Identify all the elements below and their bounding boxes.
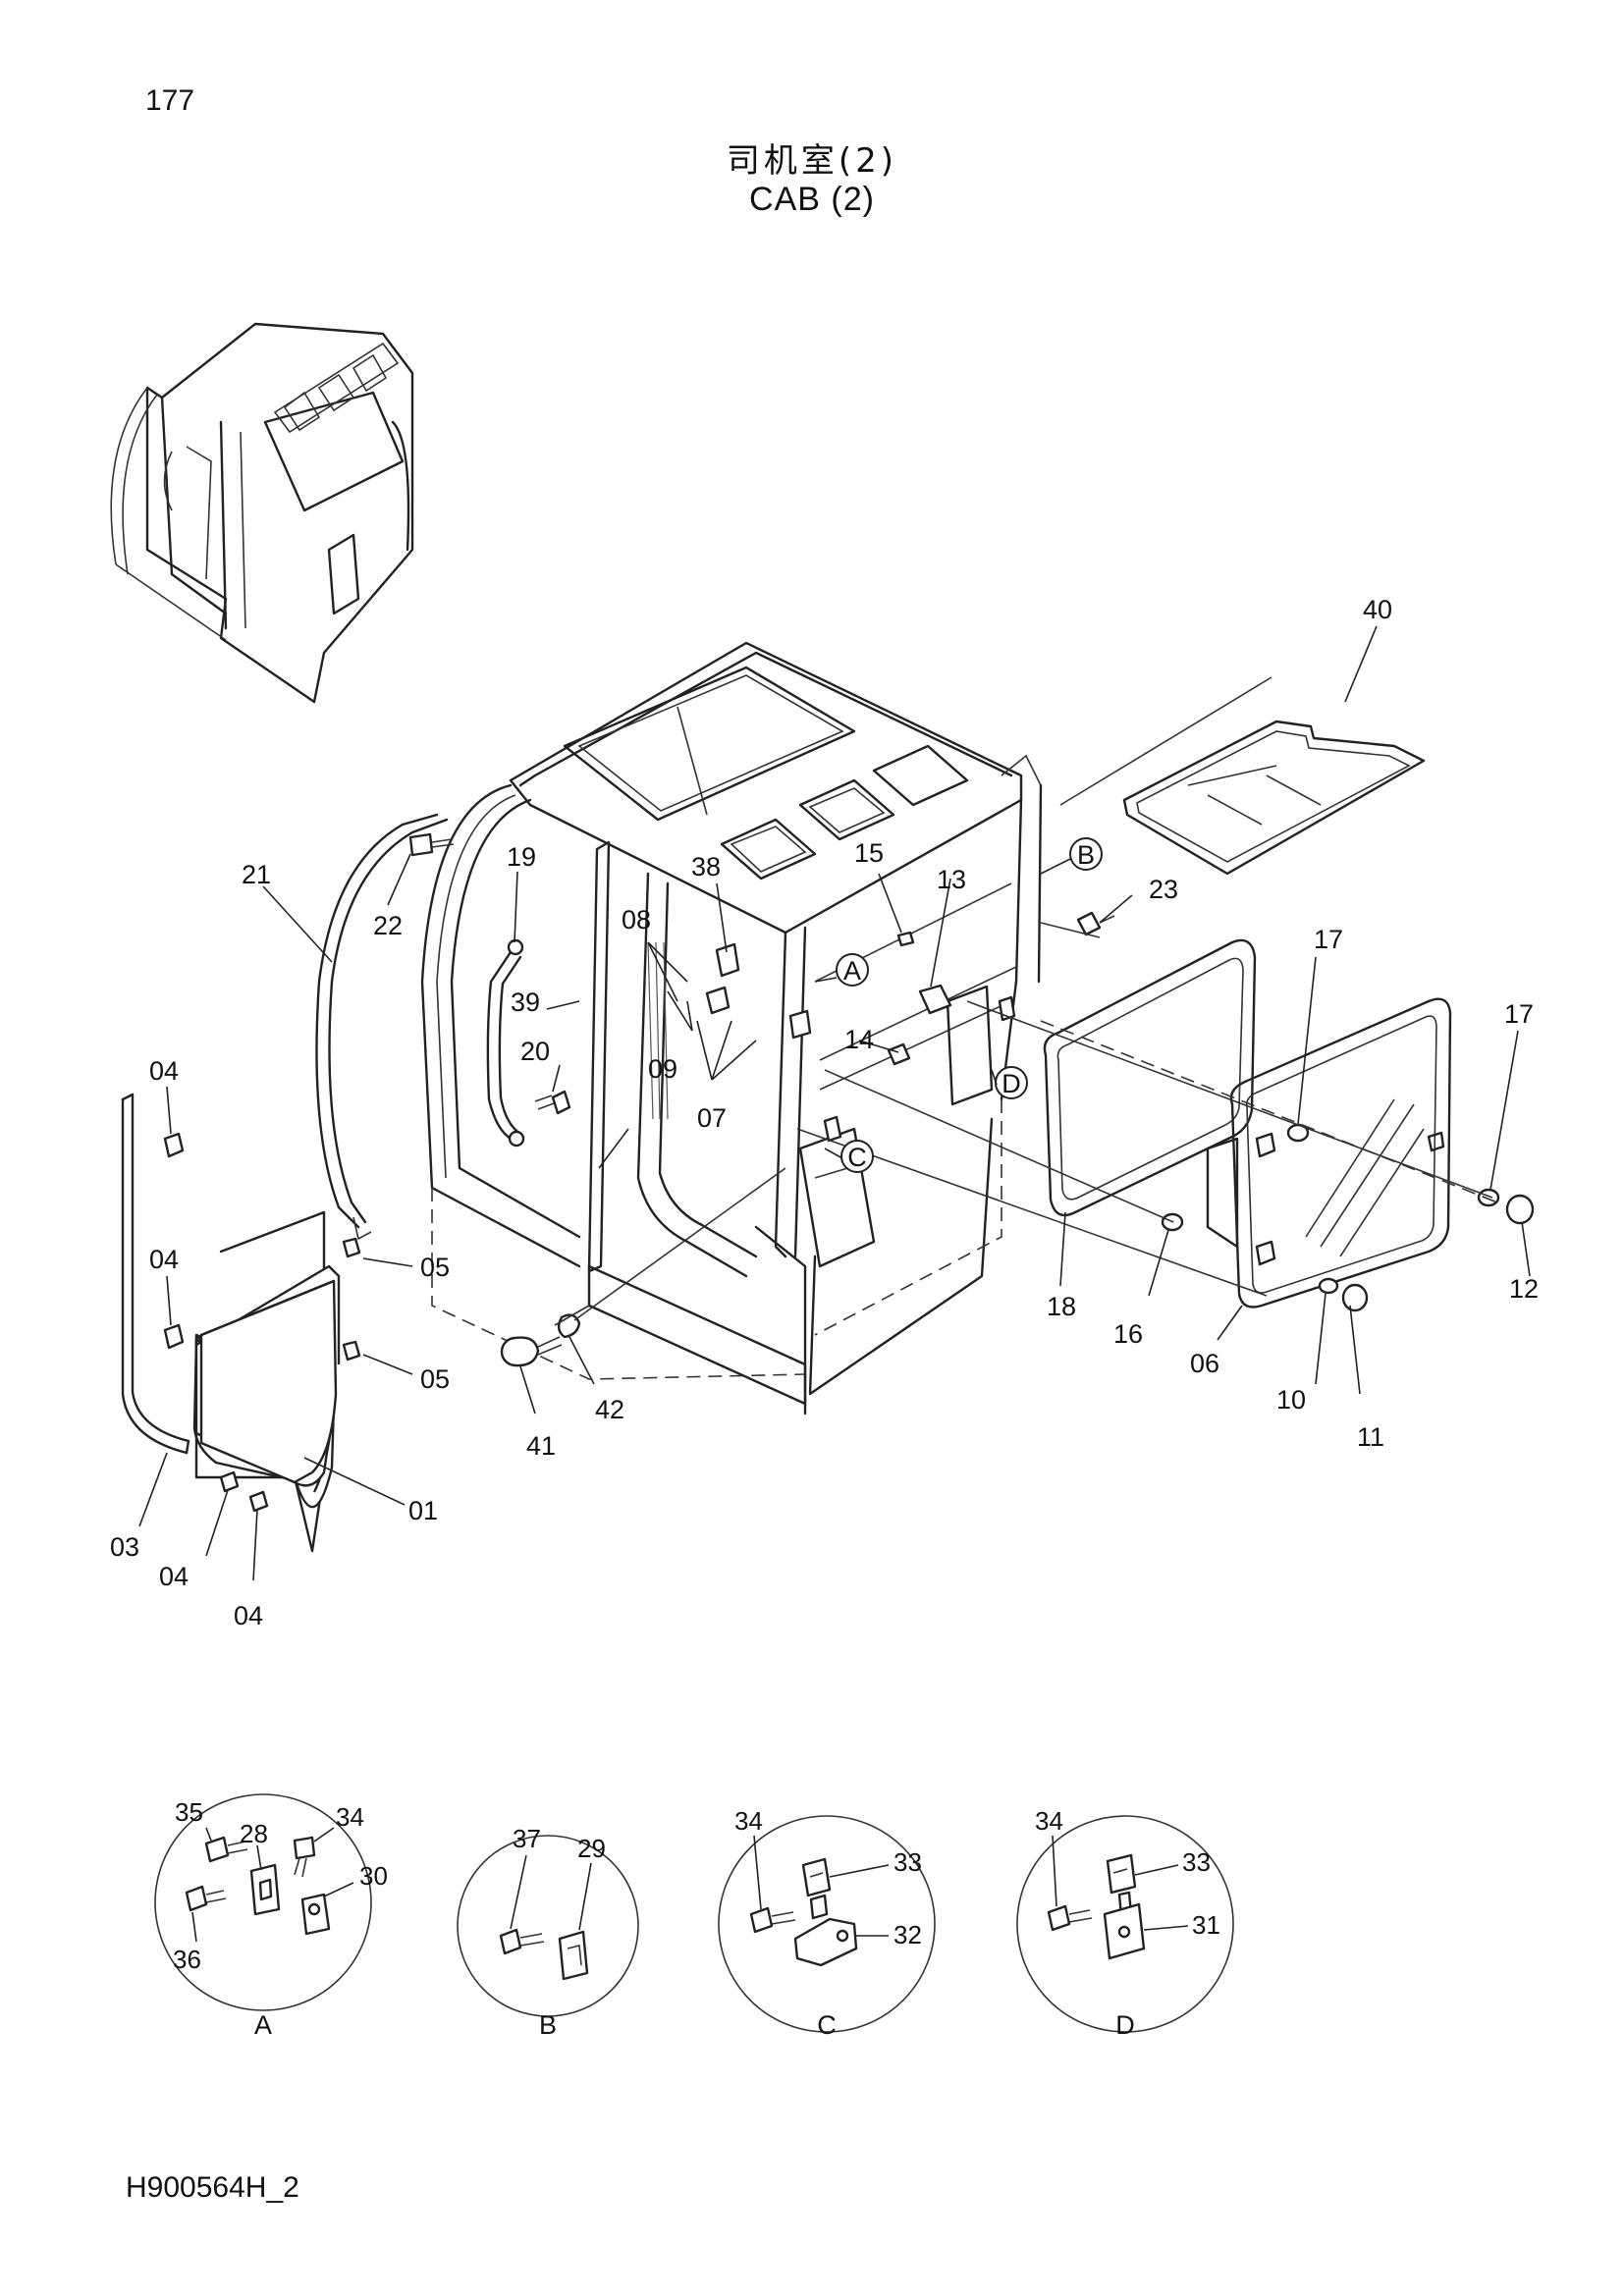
callout-07: 07 bbox=[697, 1103, 727, 1133]
callout-numbers: 21 22 19 39 20 08 38 09 07 15 13 14 23 4… bbox=[110, 595, 1539, 1630]
detail-C-label: C bbox=[817, 2010, 837, 2040]
callout-04-lower-right: 04 bbox=[234, 1601, 263, 1630]
callout-04-lower-left: 04 bbox=[159, 1562, 189, 1591]
roof-mat-40 bbox=[1122, 720, 1426, 876]
callout-05-top: 05 bbox=[420, 1253, 450, 1282]
ref-A-label: A bbox=[843, 956, 861, 986]
callout-20: 20 bbox=[520, 1037, 550, 1066]
callout-05-bottom: 05 bbox=[420, 1364, 450, 1394]
clips-04-05 bbox=[163, 1132, 361, 1513]
callout-12: 12 bbox=[1509, 1274, 1539, 1304]
callout-19: 19 bbox=[507, 842, 536, 872]
detail-C-part-34: 34 bbox=[734, 1806, 763, 1836]
callout-15: 15 bbox=[854, 838, 884, 868]
handrail-21 bbox=[315, 813, 439, 1229]
page-number: 177 bbox=[145, 84, 195, 117]
detail-B-label: B bbox=[539, 2010, 557, 2040]
detail-A-part-28: 28 bbox=[240, 1819, 268, 1848]
detail-B-part-37: 37 bbox=[513, 1824, 541, 1853]
ref-B-label: B bbox=[1077, 840, 1095, 870]
drawing-code: H900564H_2 bbox=[126, 2171, 299, 2204]
detail-B-part-29: 29 bbox=[577, 1834, 606, 1863]
detail-C-part-33: 33 bbox=[893, 1847, 922, 1877]
sliding-glass-06 bbox=[1229, 997, 1452, 1308]
callout-39: 39 bbox=[511, 988, 540, 1017]
callout-41: 41 bbox=[526, 1431, 556, 1461]
callout-18: 18 bbox=[1047, 1292, 1076, 1321]
detail-D-part-34: 34 bbox=[1035, 1806, 1063, 1836]
callout-21: 21 bbox=[242, 860, 271, 889]
callout-23: 23 bbox=[1149, 875, 1178, 904]
detail-C-part-32: 32 bbox=[893, 1920, 922, 1949]
callout-14: 14 bbox=[844, 1025, 874, 1054]
ref-circle-A: A bbox=[836, 953, 869, 987]
callout-03: 03 bbox=[110, 1532, 139, 1562]
detail-A-part-35: 35 bbox=[175, 1797, 203, 1827]
callout-17-left: 17 bbox=[1314, 925, 1343, 954]
callout-leaders bbox=[138, 625, 1531, 1581]
callout-04-top: 04 bbox=[149, 1056, 179, 1086]
callout-16: 16 bbox=[1113, 1319, 1143, 1349]
callout-40: 40 bbox=[1363, 595, 1392, 624]
detail-D-label: D bbox=[1115, 2010, 1135, 2040]
page-title-english: CAB (2) bbox=[749, 181, 875, 218]
window-seal-18 bbox=[1043, 938, 1257, 1217]
overview-cab-illustration bbox=[110, 322, 414, 704]
explode-lines bbox=[554, 676, 1498, 1326]
detail-B: 37 29 B bbox=[457, 1824, 639, 2040]
callout-01: 01 bbox=[408, 1496, 438, 1525]
ref-circle-D: D bbox=[995, 1066, 1028, 1099]
detail-A-part-30: 30 bbox=[359, 1861, 388, 1891]
detail-A-part-34: 34 bbox=[336, 1802, 364, 1832]
callout-11: 11 bbox=[1357, 1422, 1384, 1452]
callout-09: 09 bbox=[648, 1054, 677, 1084]
detail-A-part-36: 36 bbox=[173, 1945, 201, 1974]
ref-D-label: D bbox=[1001, 1069, 1021, 1098]
cab-frame bbox=[420, 641, 1043, 1415]
callout-10: 10 bbox=[1276, 1385, 1306, 1415]
ref-circle-B: B bbox=[1069, 837, 1103, 871]
detail-C: 34 33 32 C bbox=[718, 1806, 936, 2040]
detail-D-part-33: 33 bbox=[1182, 1847, 1211, 1877]
detail-D-part-31: 31 bbox=[1192, 1910, 1220, 1940]
detail-A-label: A bbox=[254, 2010, 272, 2040]
callout-17-right: 17 bbox=[1504, 999, 1534, 1029]
weatherstrip-03 bbox=[121, 1097, 189, 1455]
detail-A: 35 28 34 30 36 A bbox=[154, 1793, 388, 2040]
ref-circle-C: C bbox=[840, 1140, 874, 1173]
callout-04-mid: 04 bbox=[149, 1245, 179, 1274]
bolts-fasteners bbox=[408, 832, 1535, 1367]
page-title-chinese: 司机室(2) bbox=[726, 141, 898, 181]
grab-handle-19 bbox=[486, 950, 513, 1141]
callout-08: 08 bbox=[622, 905, 651, 934]
callout-38: 38 bbox=[691, 852, 721, 881]
callout-22: 22 bbox=[373, 911, 403, 940]
ref-C-label: C bbox=[847, 1143, 867, 1172]
callout-42: 42 bbox=[595, 1395, 624, 1424]
callout-13: 13 bbox=[937, 865, 966, 894]
callout-06: 06 bbox=[1190, 1349, 1219, 1378]
detail-D: 34 33 31 D bbox=[1016, 1806, 1234, 2040]
